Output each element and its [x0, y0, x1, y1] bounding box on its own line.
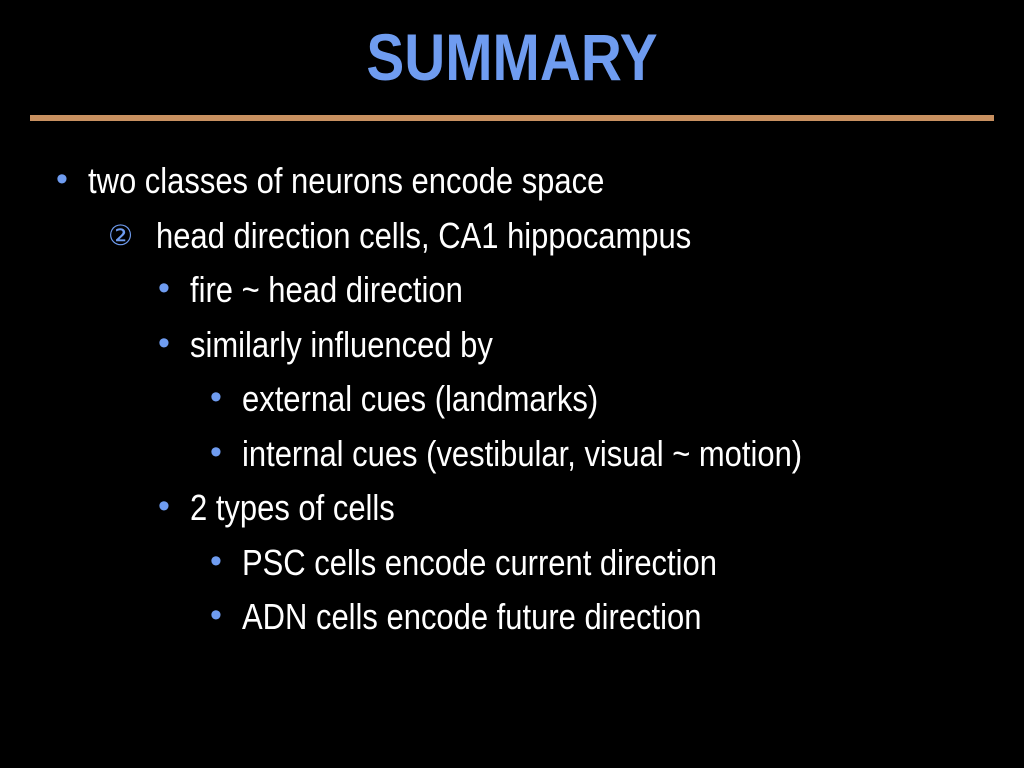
bullet-item: • 2 types of cells: [0, 481, 1024, 536]
bullet-item: • external cues (landmarks): [0, 372, 1024, 427]
bullet-text: fire ~ head direction: [190, 269, 463, 310]
bullet-text: external cues (landmarks): [242, 378, 599, 419]
bullet-text: head direction cells, CA1 hippocampus: [156, 214, 692, 256]
bullet-icon: •: [158, 323, 170, 362]
bullet-text: 2 types of cells: [190, 487, 395, 528]
circled-number-two-icon: ②: [108, 219, 134, 251]
bullet-text: internal cues (vestibular, visual ~ moti…: [242, 432, 803, 474]
bullet-list: • two classes of neurons encode space ② …: [0, 154, 1024, 645]
bullet-text: similarly influenced by: [190, 323, 493, 365]
bullet-icon: •: [210, 378, 222, 416]
bullet-icon: •: [210, 432, 222, 471]
title-divider: [30, 115, 994, 121]
bullet-item: • fire ~ head direction: [0, 263, 1024, 318]
bullet-text: two classes of neurons encode space: [88, 160, 605, 201]
bullet-text: ADN cells encode future direction: [242, 596, 702, 637]
bullet-item: • ADN cells encode future direction: [0, 590, 1024, 645]
bullet-item: • internal cues (vestibular, visual ~ mo…: [0, 427, 1024, 482]
bullet-item: • two classes of neurons encode space: [0, 154, 1024, 209]
bullet-item: • similarly influenced by: [0, 318, 1024, 373]
bullet-icon: •: [210, 541, 222, 580]
bullet-icon: •: [210, 596, 222, 634]
bullet-icon: •: [56, 160, 68, 198]
bullet-item: ② head direction cells, CA1 hippocampus: [0, 209, 1024, 264]
bullet-text: PSC cells encode current direction: [242, 541, 717, 583]
slide-title: SUMMARY: [366, 20, 658, 94]
bullet-icon: •: [158, 269, 170, 307]
bullet-item: • PSC cells encode current direction: [0, 536, 1024, 591]
bullet-icon: •: [158, 487, 170, 525]
